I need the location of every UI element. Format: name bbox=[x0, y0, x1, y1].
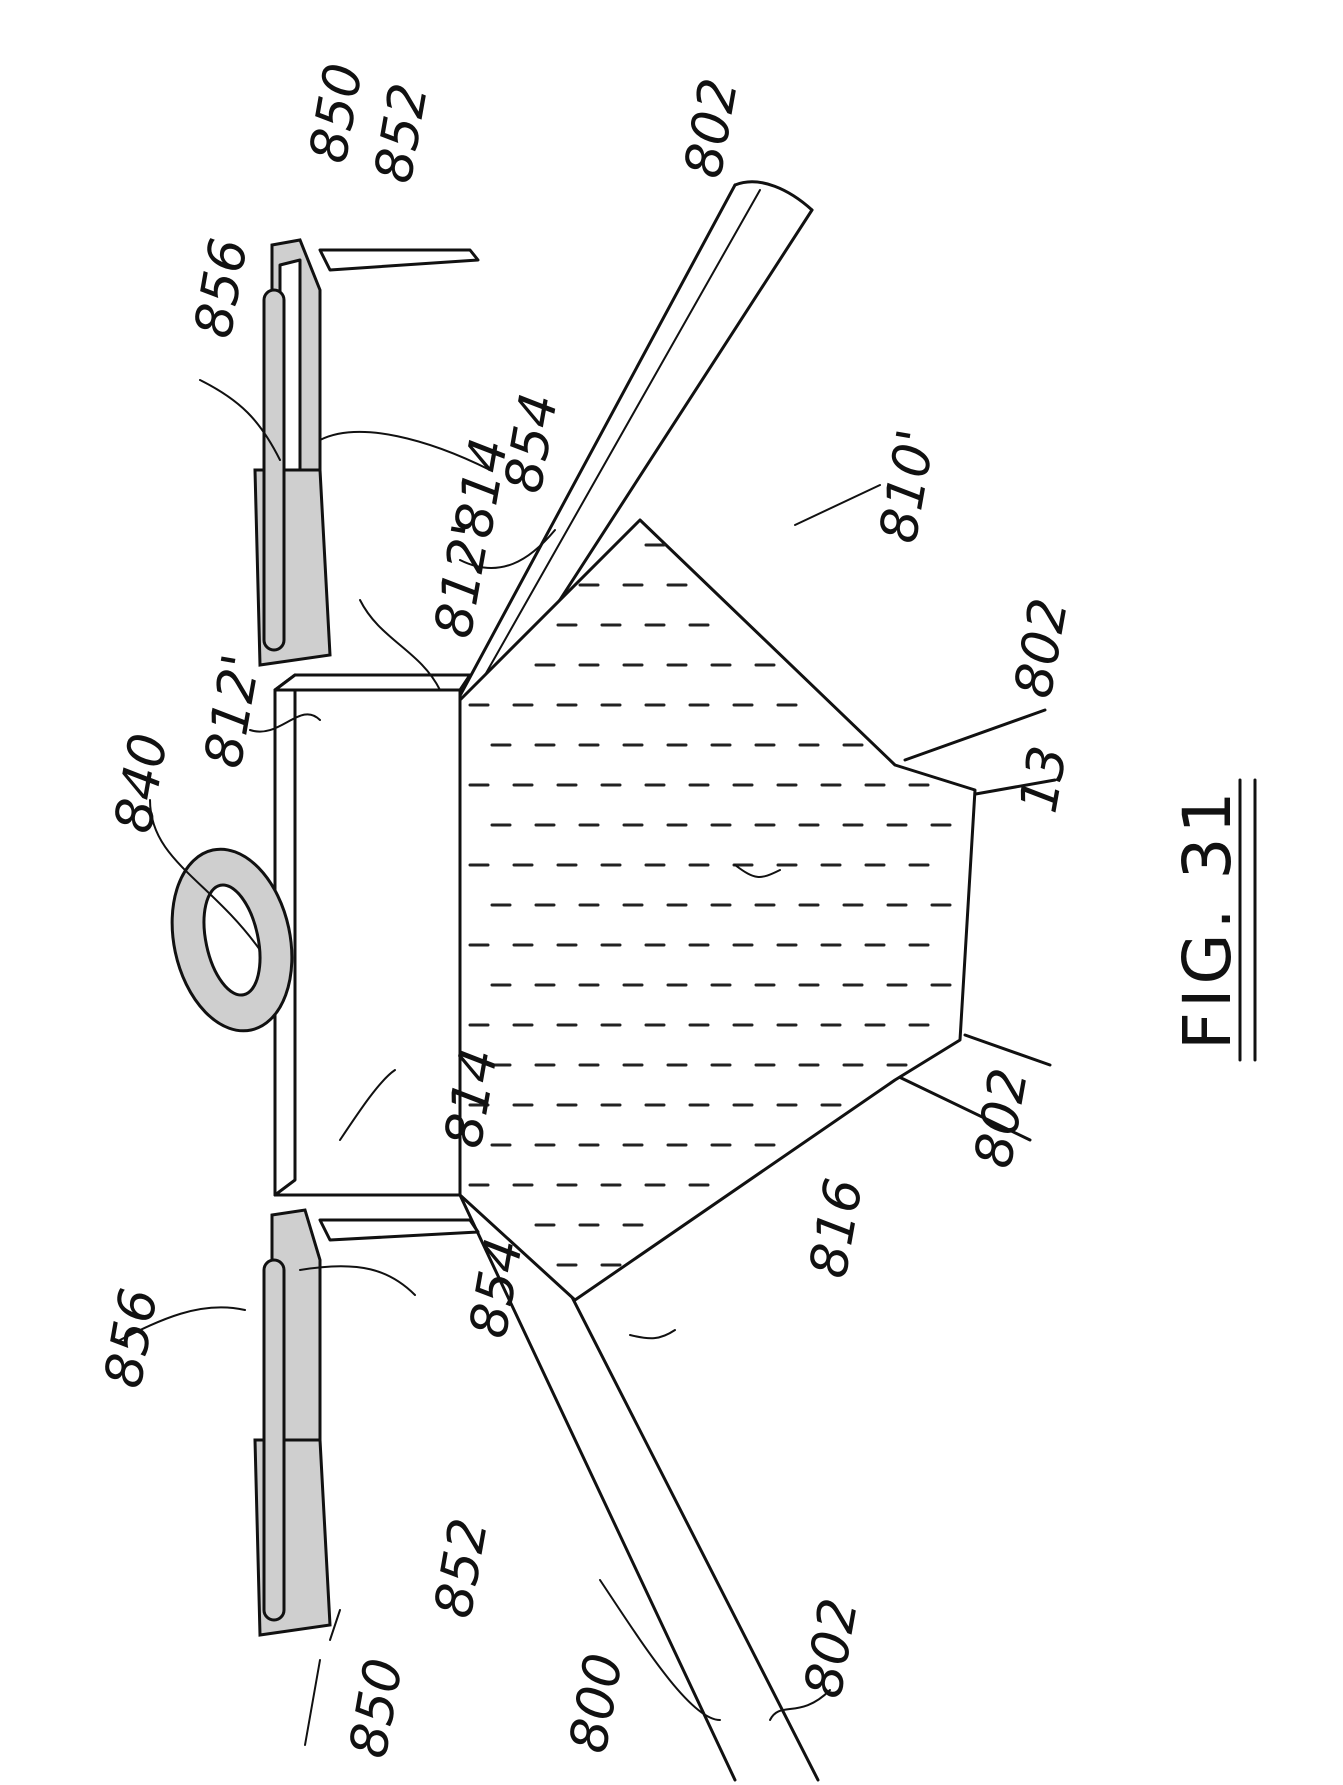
label-850-right: 850 bbox=[299, 59, 375, 167]
label-816: 816 bbox=[799, 1174, 875, 1282]
caption-text: FIG. 31 bbox=[1169, 787, 1246, 1050]
label-13: 13 bbox=[1009, 742, 1080, 818]
label-802-top: 802 bbox=[674, 74, 750, 182]
label-856-left: 856 bbox=[94, 1284, 170, 1392]
label-854-right: 854 bbox=[494, 389, 570, 497]
label-854-left: 854 bbox=[459, 1234, 535, 1342]
label-802-right: 802 bbox=[1004, 594, 1080, 702]
label-810-prime: 810' bbox=[869, 425, 948, 547]
label-812-prime-top: 812' bbox=[194, 650, 273, 772]
label-852-left: 852 bbox=[424, 1514, 500, 1622]
label-802-lower: 802 bbox=[964, 1064, 1040, 1172]
label-840: 840 bbox=[104, 729, 180, 837]
figure-caption: FIG. 31 bbox=[1169, 780, 1255, 1060]
ramp-surface bbox=[460, 520, 975, 1300]
label-800: 800 bbox=[559, 1649, 635, 1757]
label-856-right: 856 bbox=[184, 234, 260, 342]
drawing: 800 802 802 802 802 810' 812' 812' 814 8… bbox=[94, 59, 1255, 1780]
label-850-left: 850 bbox=[339, 1654, 415, 1762]
label-802-bottom: 802 bbox=[794, 1594, 870, 1702]
label-852-right: 852 bbox=[364, 79, 440, 187]
